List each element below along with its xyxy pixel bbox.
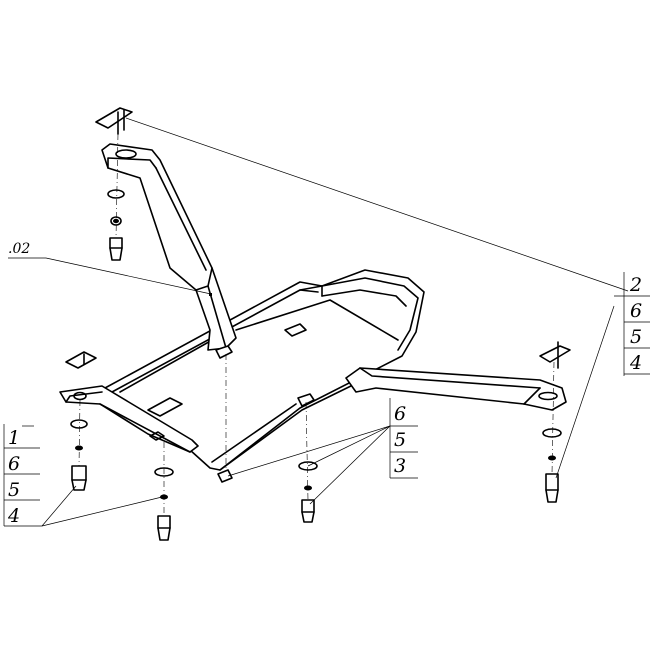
mounted-bolts — [215, 345, 315, 483]
slot-hole — [73, 391, 87, 401]
callout-left-4: 4 — [7, 505, 20, 527]
bolt — [71, 465, 87, 491]
clip-nut-left-b — [147, 397, 183, 417]
callout-center-stack: 6 5 3 — [389, 398, 418, 479]
callout-right-stack: 2 6 5 4 — [614, 272, 650, 376]
callout-right-1: 2 — [629, 274, 642, 296]
bolt — [545, 473, 559, 503]
callout-right-3: 5 — [630, 326, 642, 348]
leader-lines — [8, 117, 629, 527]
slot-hole-upper — [115, 149, 137, 159]
callout-left-3: 5 — [8, 479, 20, 501]
bolt — [301, 499, 315, 523]
bolt — [109, 237, 123, 261]
callout-left-2: 6 — [8, 453, 20, 475]
callout-center-3: 3 — [394, 455, 406, 477]
callout-left-1: 1 — [8, 427, 20, 449]
bolt-stack-right — [542, 428, 562, 503]
clip-nut-top — [95, 107, 133, 135]
slot-hole-right — [538, 391, 558, 401]
clip-nut-right — [539, 341, 571, 369]
left-bracket — [59, 385, 199, 453]
bolt-stack-center — [298, 461, 318, 523]
bolt-stack-front-left — [154, 467, 174, 541]
callout-text: .02 — [8, 241, 30, 257]
callout-center-1: 6 — [394, 403, 406, 425]
right-bracket — [345, 367, 567, 411]
clip-nut-left-a — [65, 351, 97, 369]
callout-ref-02: .02 — [8, 241, 30, 257]
center-lines — [78, 133, 555, 516]
lock-washer — [113, 218, 119, 224]
washer — [107, 189, 125, 199]
bolt-stack-left — [70, 419, 88, 491]
callout-right-4: 4 — [629, 352, 642, 374]
callout-left-stack: 1 6 5 4 — [3, 424, 42, 527]
callout-right-2: 6 — [630, 300, 642, 322]
callout-center-2: 5 — [394, 429, 406, 451]
